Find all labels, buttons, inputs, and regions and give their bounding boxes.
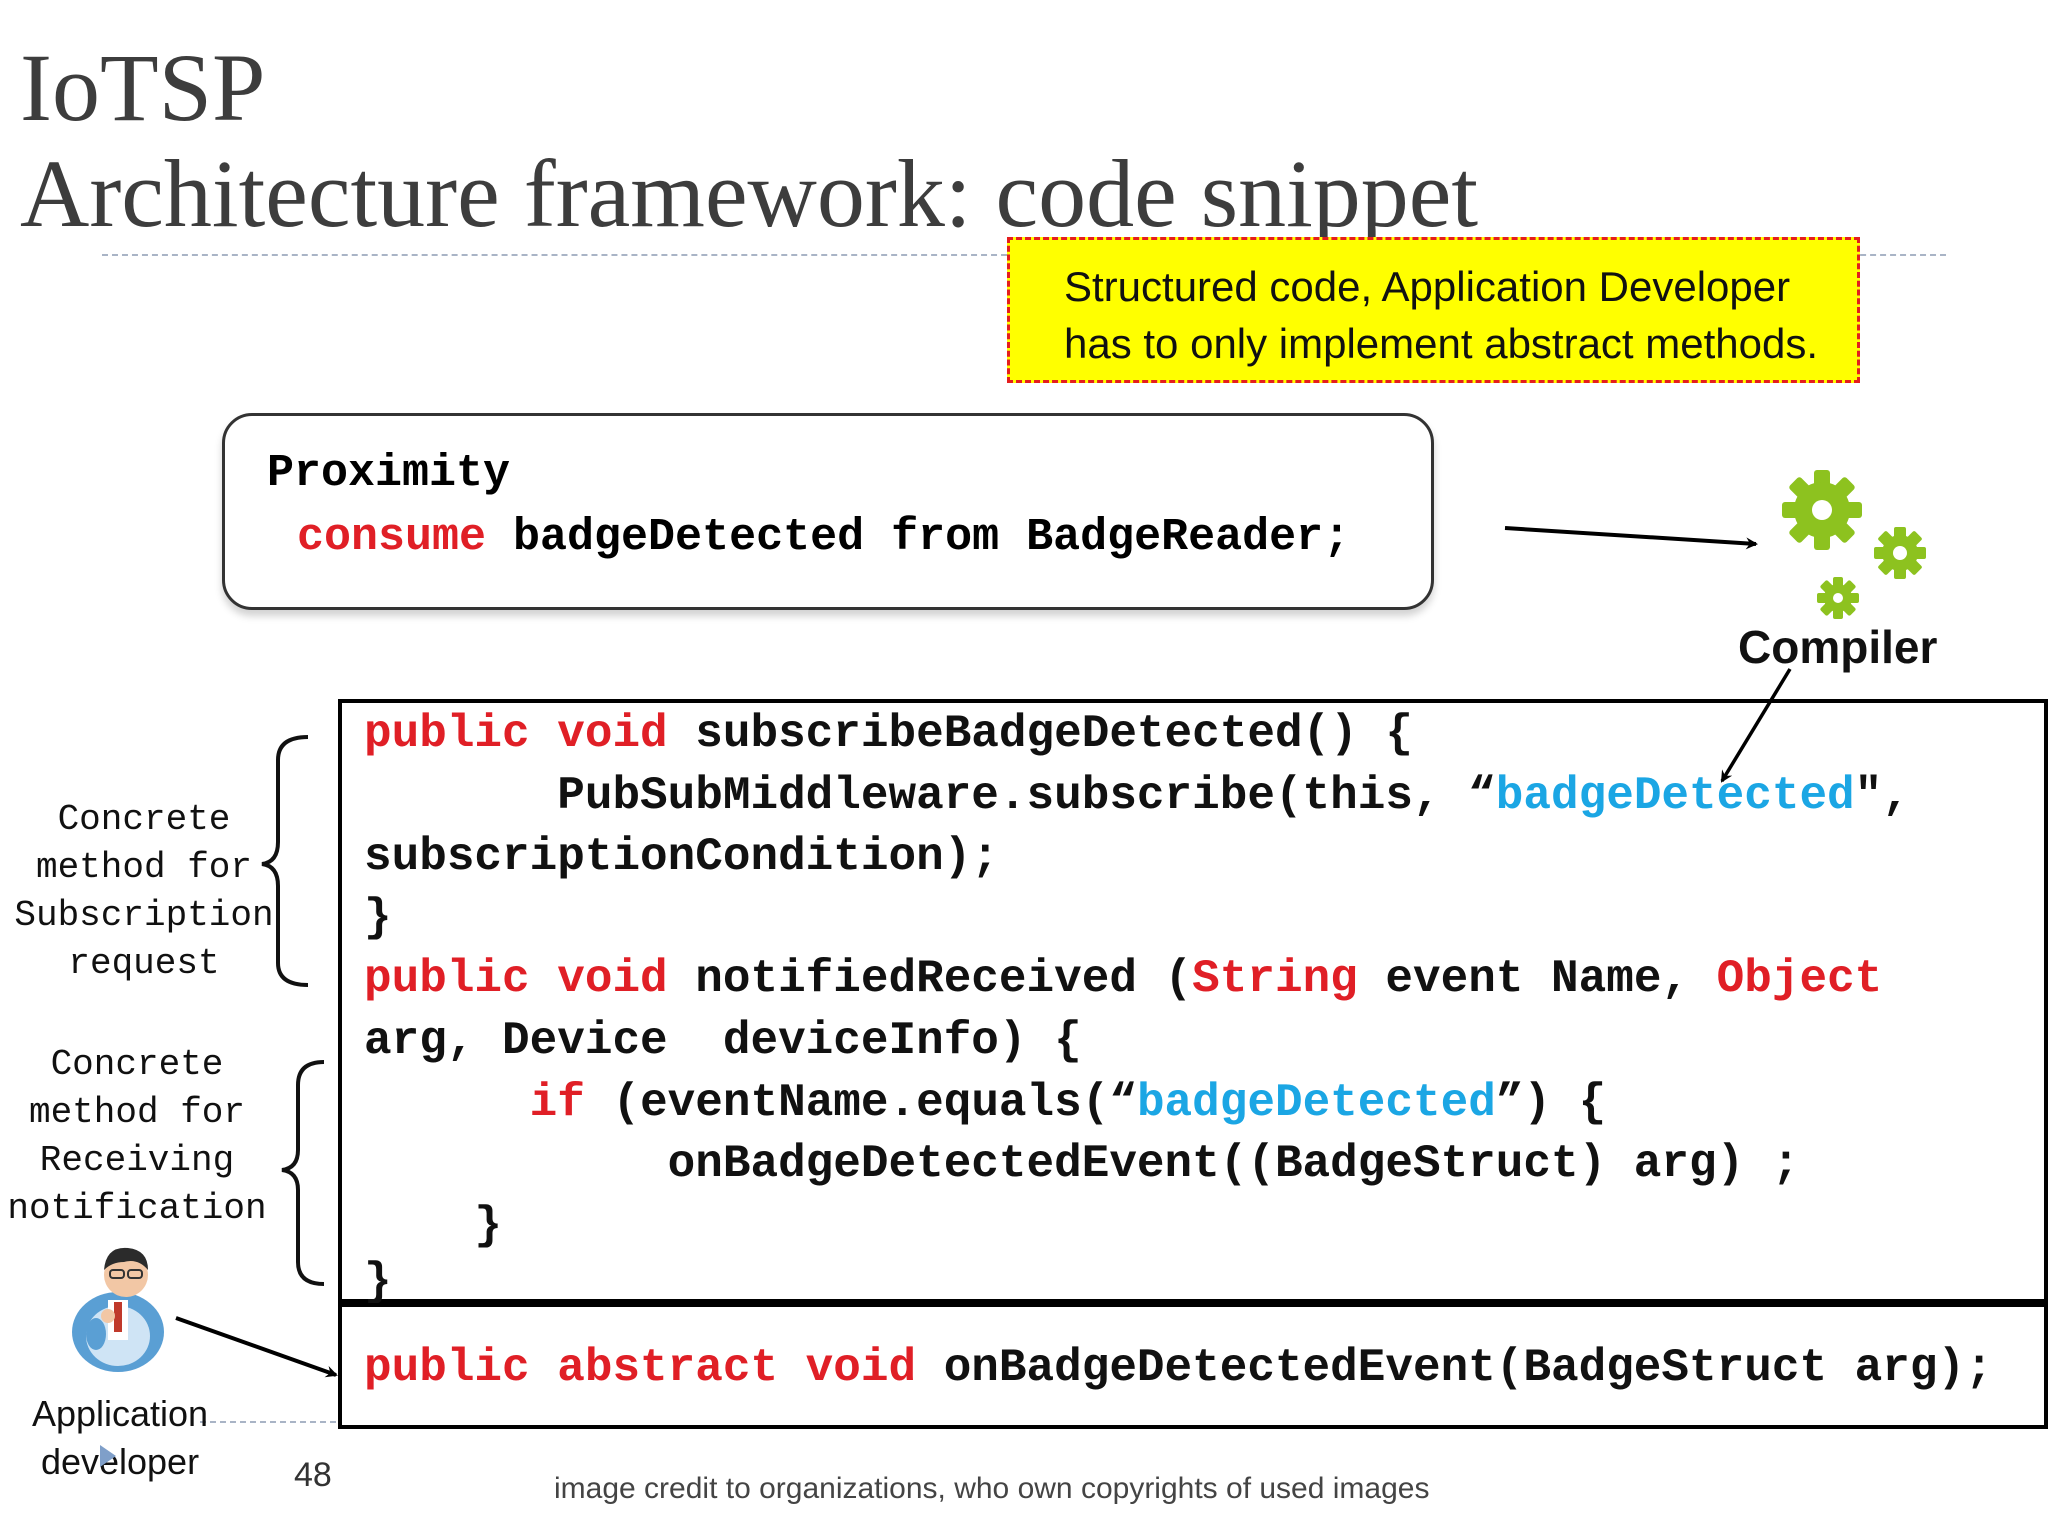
code-text: onBadgeDetectedEvent(BadgeStruct arg); <box>916 1342 1993 1394</box>
code-text: PubSubMiddleware.subscribe(this, “ <box>364 770 1496 822</box>
code-text: event Name, <box>1357 953 1717 1005</box>
code-string: badgeDetected <box>1495 770 1855 822</box>
label-line: Concrete <box>57 799 231 840</box>
code-text: ”) { <box>1495 1077 1607 1129</box>
code-line-2: PubSubMiddleware.subscribe(this, “badgeD… <box>364 773 1910 819</box>
proximity-line1: Proximity <box>267 448 511 499</box>
gear-icon <box>1874 527 1926 579</box>
label-line: Application <box>31 1393 209 1434</box>
code-keyword: public void <box>364 708 668 760</box>
code-line-4: } <box>364 892 392 944</box>
code-line-6: arg, Device deviceInfo) { <box>364 1015 1082 1067</box>
proximity-declaration-box: Proximity consume badgeDetected from Bad… <box>222 413 1434 610</box>
code-line-5: public void notifiedReceived (String eve… <box>364 956 1882 1002</box>
generated-code-box: public void subscribeBadgeDetected() { P… <box>338 699 2048 1308</box>
code-text: (eventName.equals(“ <box>584 1077 1137 1129</box>
image-credit: image credit to organizations, who own c… <box>554 1472 1430 1505</box>
arrow-developer-to-abstract <box>175 1316 338 1378</box>
abstract-method-line: public abstract void onBadgeDetectedEven… <box>364 1345 1993 1391</box>
note-box: Structured code, Application Developer h… <box>1007 237 1860 383</box>
label-line: Receiving <box>39 1140 235 1181</box>
code-line-1: public void subscribeBadgeDetected() { <box>364 711 1413 757</box>
subscription-method-label: Concrete method for Subscription request <box>8 796 280 988</box>
code-text: ", <box>1854 770 1910 822</box>
label-line: developer <box>40 1441 200 1482</box>
code-keyword: Object <box>1716 953 1883 1005</box>
label-line: Subscription <box>14 895 274 936</box>
arrow-to-compiler <box>1504 526 1758 550</box>
label-line: request <box>68 943 220 984</box>
code-keyword: public abstract void <box>364 1342 917 1394</box>
code-line-3: subscriptionCondition); <box>364 831 999 883</box>
note-line1: Structured code, Application Developer <box>1064 263 1791 310</box>
receiving-brace <box>281 1060 325 1286</box>
subscription-brace <box>261 735 309 987</box>
code-text: notifiedReceived ( <box>667 953 1193 1005</box>
code-keyword: if <box>529 1077 585 1129</box>
label-line: method for <box>35 847 253 888</box>
gear-icon <box>1817 577 1859 619</box>
compiler-label: Compiler <box>1738 621 1938 673</box>
code-string: badgeDetected <box>1136 1077 1496 1129</box>
code-line-10: } <box>364 1256 392 1308</box>
slide-marker-icon <box>100 1445 116 1467</box>
proximity-line2-rest: badgeDetected from BadgeReader; <box>486 512 1351 563</box>
code-keyword: public void <box>364 953 668 1005</box>
code-line-7: if (eventName.equals(“badgeDetected”) { <box>364 1077 1607 1129</box>
slide-title-line1: IoTSP <box>20 34 266 141</box>
receiving-method-label: Concrete method for Receiving notificati… <box>2 1041 272 1233</box>
page-number: 48 <box>294 1456 332 1494</box>
code-text: subscribeBadgeDetected() { <box>667 708 1413 760</box>
application-developer-icon <box>72 1247 164 1372</box>
developer-label: Application developer <box>20 1390 220 1486</box>
code-keyword: String <box>1192 953 1358 1005</box>
arrow-compiler-to-code <box>1720 668 1792 783</box>
label-line: method for <box>28 1092 246 1133</box>
note-line2: has to only implement abstract methods. <box>1064 320 1819 367</box>
abstract-method-box: public abstract void onBadgeDetectedEven… <box>338 1303 2048 1429</box>
proximity-line2: consume badgeDetected from BadgeReader; <box>297 512 1350 563</box>
code-line-9: } <box>364 1200 503 1252</box>
consume-keyword: consume <box>297 512 487 563</box>
gear-icon <box>1782 470 1862 550</box>
code-line-8: onBadgeDetectedEvent((BadgeStruct) arg) … <box>364 1138 1800 1190</box>
label-line: notification <box>7 1188 267 1229</box>
slide-title-line2: Architecture framework: code snippet <box>20 140 1479 247</box>
label-line: Concrete <box>50 1044 224 1085</box>
